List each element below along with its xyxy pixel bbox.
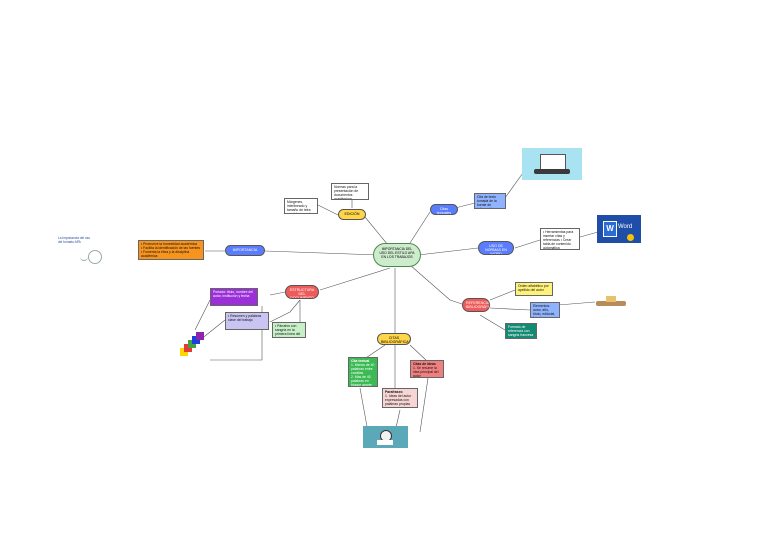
block-icon <box>184 344 192 352</box>
block-icon <box>180 348 188 356</box>
parafraseo-box: Parafraseo 1. Ideas del autor expresadas… <box>382 388 418 408</box>
block-icon <box>192 336 200 344</box>
connectors <box>194 169 599 433</box>
estructura-lavender-box: • Resumen y palabras clave del trabajo <box>225 312 269 330</box>
word-dot-icon <box>627 234 634 241</box>
importancia-box: • Promueve la honestidad académica • Fac… <box>138 240 204 260</box>
importancia-item: • Promueve la honestidad académica <box>141 242 198 246</box>
cita-textual-item: 1. Menos de 40 palabras entre comillas <box>351 363 375 375</box>
laptop-image <box>522 148 582 180</box>
citas-ideas-title: Citas de ideas <box>413 362 436 366</box>
word-logo-image: W Word <box>597 215 641 243</box>
citas-textuales-pill: Citas textuales <box>430 204 458 215</box>
logo-icon <box>88 250 102 264</box>
logo-swoosh-icon <box>80 256 88 261</box>
importancia-item: • Facilita la identificación de las fuen… <box>141 246 201 250</box>
citas-textuales-box: Cita de texto tomada de la fuente de inf… <box>474 193 506 209</box>
parafraseo-title: Parafraseo <box>385 390 403 394</box>
citas-ideas-item: 1. Se resume la idea principal del autor <box>413 366 439 378</box>
book-icon <box>377 440 393 445</box>
cita-textual-item: 2. Más de 40 palabras en bloque aparte <box>351 375 372 387</box>
hands-icon <box>534 169 570 174</box>
edicion-pill: EDICIÓN <box>338 209 366 220</box>
books-image <box>594 295 628 309</box>
center-node: IMPORTANCIA DEL USO DEL ESTILO APA EN LO… <box>373 243 421 267</box>
estructura-pill: ESTRUCTURA DEL DOCUMENTO <box>285 285 319 299</box>
cita-textual-title: Cita textual <box>351 359 370 363</box>
estructura-purple-box: Portada: título, nombre del autor, insti… <box>210 288 258 306</box>
cita-textual-box: Cita textual 1. Menos de 40 palabras ent… <box>348 357 378 387</box>
reading-image <box>363 426 408 448</box>
book-icon <box>606 296 616 302</box>
citas-pill: CITAS BIBLIOGRÁFICAS <box>377 333 411 345</box>
parafraseo-item: 1. Ideas del autor expresadas con palabr… <box>385 394 412 406</box>
intro-label: La importancia del uso del formato APA <box>58 236 91 244</box>
uso-word-pill: USO DE NORMAS EN WORD <box>478 241 514 255</box>
stacked-blocks-image <box>176 332 206 362</box>
center-label: IMPORTANCIA DEL USO DEL ESTILO APA EN LO… <box>379 247 415 259</box>
citas-ideas-box: Citas de ideas 1. Se resume la idea prin… <box>410 360 444 378</box>
intro-logo-block: La importancia del uso del formato APA <box>58 236 106 266</box>
word-label: Word <box>618 224 633 230</box>
referencias-blue-box: Elementos: autor, año, título, editorial… <box>530 302 560 318</box>
edicion-note-left: Márgenes, interlineado y tamaño de letra… <box>284 198 318 214</box>
uso-word-box: • Herramientas para insertar citas y ref… <box>540 228 580 250</box>
word-icon: W <box>603 221 617 237</box>
referencias-pill: REFERENCIAS BIBLIOGRÁFICAS <box>462 298 490 312</box>
referencias-yellow-box: Orden alfabético por apellido del autor <box>515 282 553 296</box>
estructura-green-box: • Párrafos con sangría en la primera lín… <box>272 322 306 338</box>
importancia-item: • Fomenta la ética y la disciplina acadé… <box>141 250 190 258</box>
books-icon <box>596 301 626 306</box>
block-icon <box>196 332 204 340</box>
block-icon <box>188 340 196 348</box>
edicion-note-top: Normas para la presentación de documento… <box>331 183 369 200</box>
importancia-pill: IMPORTANCIA <box>225 245 265 256</box>
referencias-teal-box: Formato de referencia con sangría france… <box>505 323 537 339</box>
laptop-icon <box>540 154 566 170</box>
